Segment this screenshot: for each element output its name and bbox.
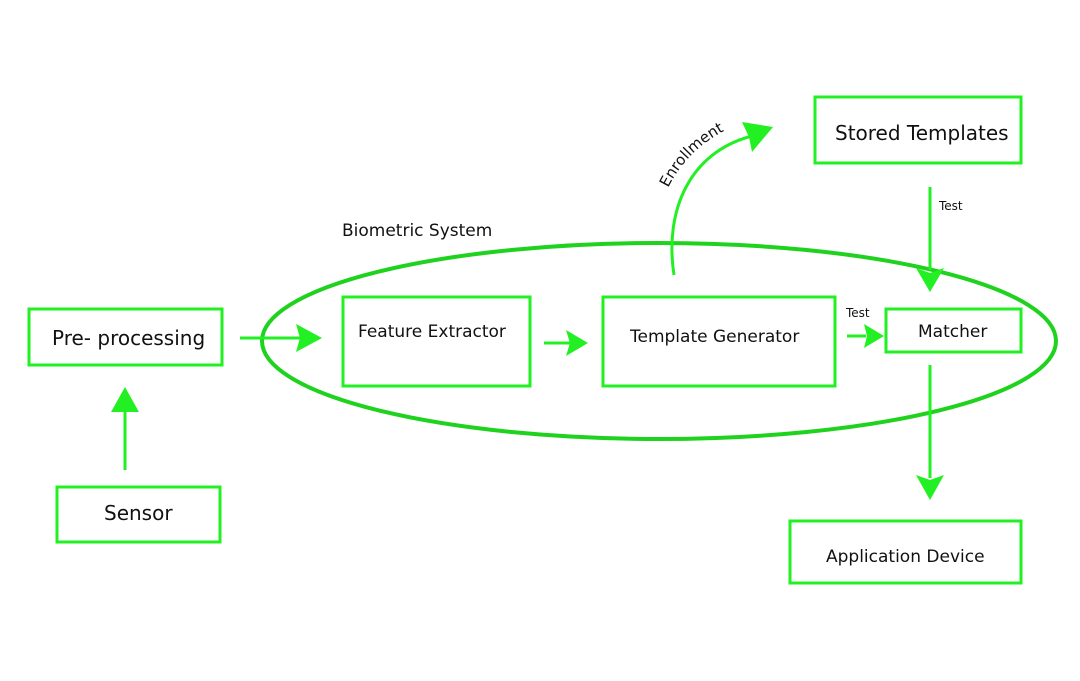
- node-stored-templates: Stored Templates: [813, 95, 1023, 165]
- node-matcher-label: Matcher: [918, 322, 987, 342]
- test-label-stored-matcher: Test: [938, 199, 963, 213]
- arrowhead-right-icon: [864, 324, 884, 348]
- node-pre-processing-label: Pre- processing: [52, 326, 205, 350]
- biometric-system-label: Biometric System: [342, 221, 492, 241]
- node-template-generator: Template Generator: [601, 295, 837, 388]
- arrowhead-down-icon: [916, 268, 944, 292]
- arrowhead-right-icon: [296, 324, 322, 352]
- node-feature-extractor: Feature Extractor: [341, 295, 532, 388]
- arrowhead-up-icon: [111, 387, 139, 412]
- test-label-generator-matcher: Test: [845, 306, 870, 320]
- node-matcher: Matcher: [884, 307, 1023, 354]
- node-pre-processing: Pre- processing: [27, 307, 224, 367]
- edge-enrollment: [670, 134, 753, 276]
- node-template-generator-label: Template Generator: [629, 327, 799, 347]
- arrowhead-right-icon: [566, 330, 588, 356]
- node-application-device: Application Device: [788, 519, 1023, 585]
- arrowhead-right-icon: [742, 122, 773, 152]
- node-sensor-label: Sensor: [104, 501, 173, 525]
- node-sensor: Sensor: [55, 485, 222, 544]
- arrowhead-down-icon: [916, 475, 944, 500]
- node-feature-extractor-label: Feature Extractor: [358, 322, 506, 342]
- biometric-system-ellipse: [260, 241, 1058, 441]
- node-stored-templates-label: Stored Templates: [835, 121, 1009, 145]
- node-application-device-label: Application Device: [826, 547, 985, 567]
